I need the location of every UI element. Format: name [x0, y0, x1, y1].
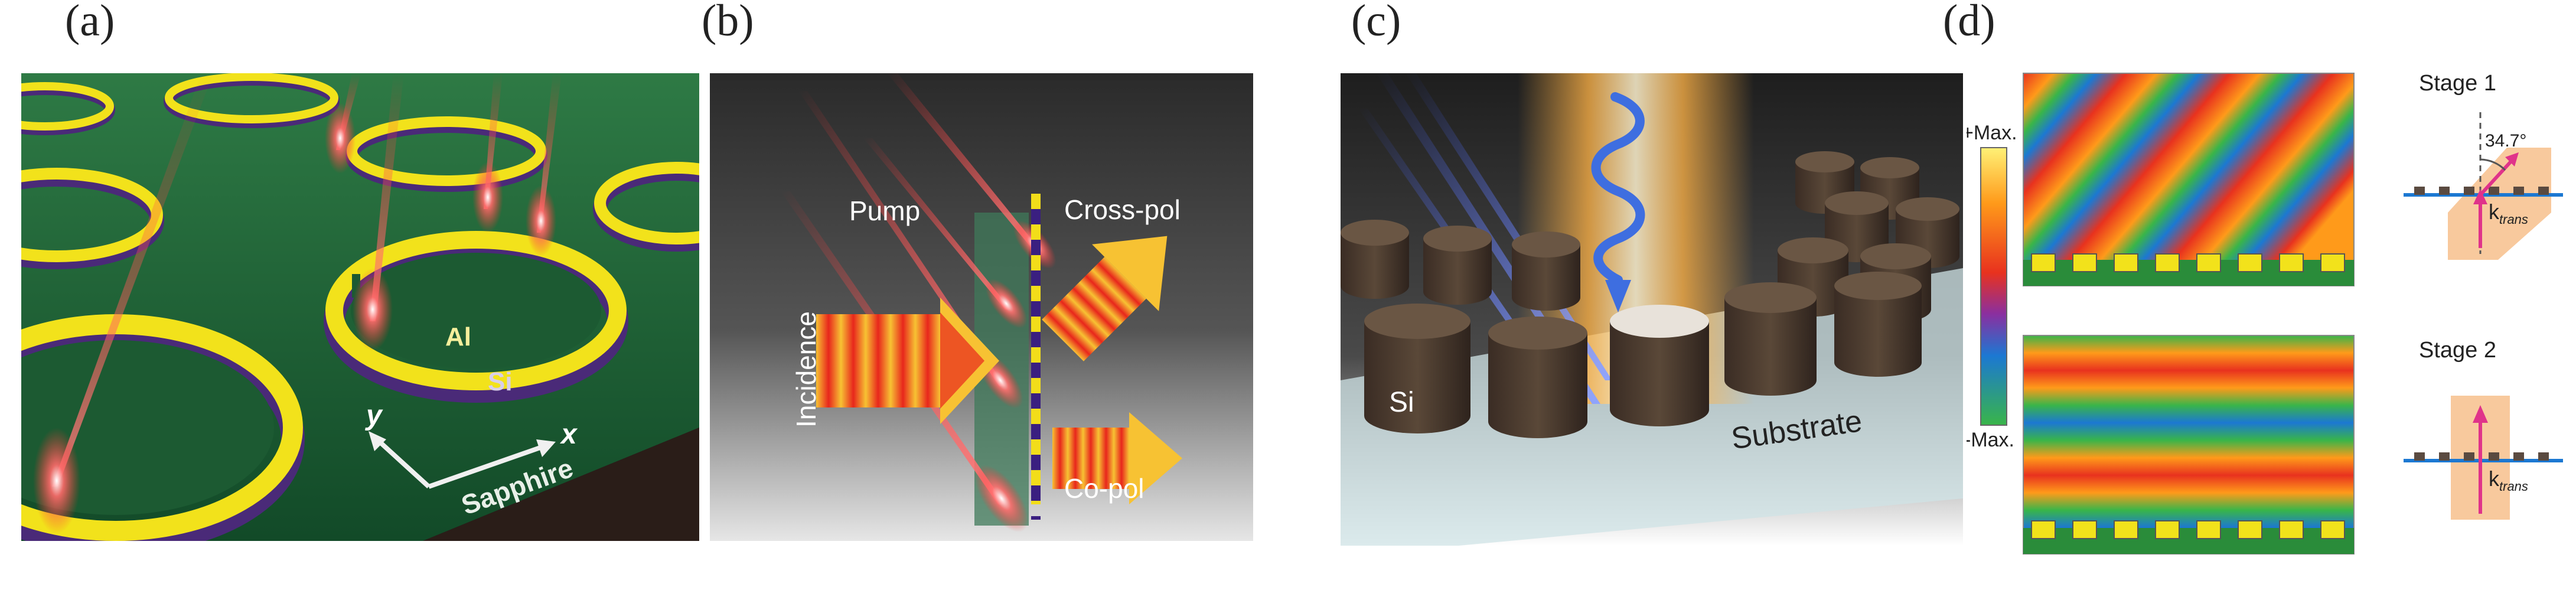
panel-d-field-maps: +Max. -Max. Stage 1 34.7° ktrans Stage 2…: [1967, 65, 2569, 567]
label-si-pillar: Si: [1389, 387, 1414, 418]
front-ring-right: [324, 231, 628, 403]
cross-pol-arrow: [1042, 236, 1168, 361]
label-si: Si: [488, 367, 513, 396]
label-al: Al: [445, 322, 471, 351]
stage2-title: Stage 2: [2419, 338, 2496, 363]
panel-d-illustration: [1980, 73, 2563, 555]
panel-a-metasurface-rings: Al Si y x Sapphire: [21, 73, 699, 541]
label-incidence: Incidence: [791, 311, 821, 428]
axis-label-x: x: [561, 419, 577, 450]
label-co-pol: Co-pol: [1064, 473, 1144, 504]
colorbar-min-label: -Max.: [1967, 429, 2014, 451]
stage2-field-map: [2023, 335, 2355, 555]
panel-label-c: (c): [1351, 0, 1401, 45]
pump-beams: [33, 73, 562, 534]
co-pol-arrow: [1052, 412, 1182, 504]
panel-label-a: (a): [65, 0, 115, 45]
incidence-arrow: [816, 298, 999, 424]
stage1-k-sub: trans: [2499, 212, 2528, 227]
substrate-edge: [423, 428, 699, 541]
panel-c-silicon-pillars: Si Substrate: [1341, 73, 1963, 546]
front-ring-left: [21, 314, 305, 541]
stage1-schematic: [2404, 112, 2563, 260]
stage1-field-map: [2023, 73, 2355, 286]
colorbar-max-label: +Max.: [1967, 122, 2017, 144]
stage2-schematic: [2404, 396, 2563, 520]
panel-c-illustration: [1341, 73, 1963, 546]
stage1-title: Stage 1: [2419, 71, 2496, 96]
blue-wavy-arrow: [1591, 92, 1645, 312]
panel-label-b: (b): [702, 0, 754, 45]
xy-axes: [369, 431, 556, 489]
stage1-k-main: k: [2489, 200, 2499, 224]
panel-b-illustration: [710, 73, 1253, 541]
stage2-k-trans: ktrans: [2489, 467, 2528, 494]
front-pillars: [1364, 272, 1922, 438]
stage1-k-trans: ktrans: [2489, 200, 2528, 227]
panel-a-illustration: [21, 73, 699, 541]
panel-b-polarization-conversion: Pump Cross-pol Co-pol Incidence: [710, 73, 1253, 541]
colorbar: [1980, 147, 2007, 426]
stage2-k-sub: trans: [2499, 479, 2528, 494]
label-pump: Pump: [849, 195, 921, 226]
label-cross-pol: Cross-pol: [1064, 194, 1181, 225]
stage2-k-main: k: [2489, 467, 2499, 491]
panel-label-d: (d): [1943, 0, 1995, 45]
axis-label-y: y: [366, 400, 382, 431]
stage1-angle: 34.7°: [2485, 131, 2527, 151]
